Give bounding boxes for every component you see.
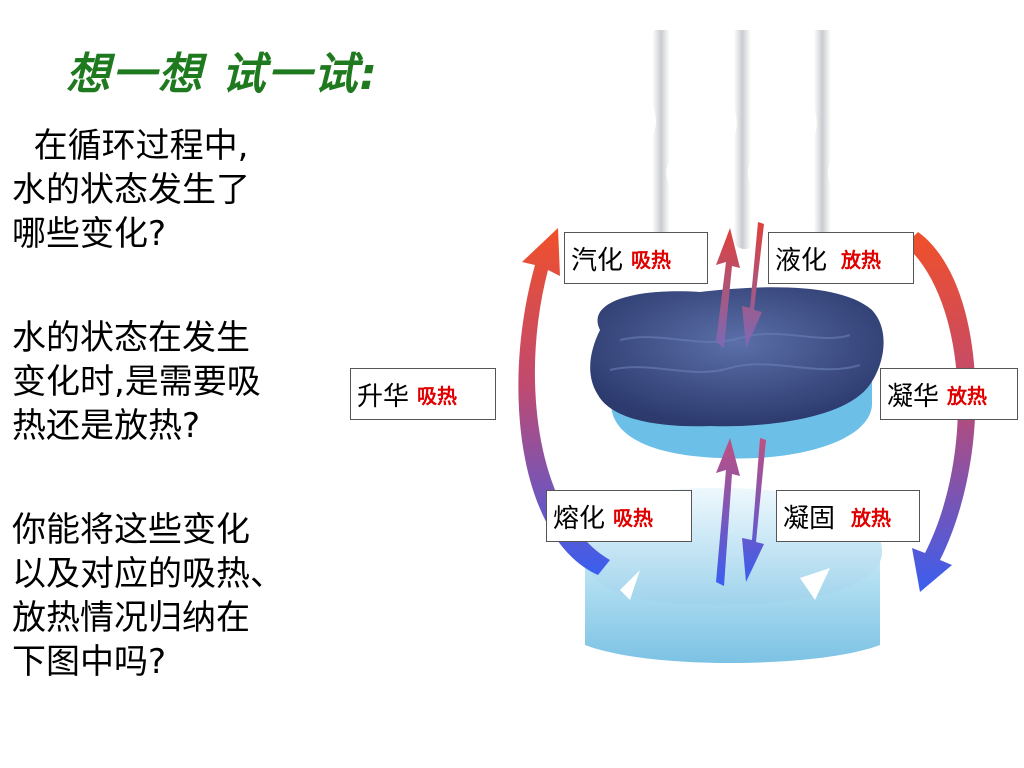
label-desublimation: 凝华 放热 [880,368,1018,420]
label-desublimation-heat: 放热 [947,383,988,408]
question-text-3: 你能将这些变化 以及对应的吸热、 放热情况归纳在 下图中吗? [12,510,284,682]
label-sublimation: 升华 吸热 [350,368,496,420]
water-block [590,287,884,459]
solidification-arrow [742,438,766,582]
label-solidification: 凝固 放热 [776,490,920,542]
sublimation-arrow [518,228,610,575]
label-liquefaction-name: 液化 [775,245,828,276]
liquefaction-arrow [742,222,764,348]
label-liquefaction: 液化 放热 [768,232,914,284]
label-solidification-heat: 放热 [851,505,892,530]
label-vaporization-heat: 吸热 [631,247,672,272]
label-solidification-name: 凝固 [783,503,836,534]
steam-wisps [638,30,845,249]
label-vaporization: 汽化 吸热 [564,232,708,284]
question-text-1: 在循环过程中, 水的状态发生了 哪些变化? [12,126,250,254]
label-sublimation-name: 升华 [357,381,410,412]
label-sublimation-heat: 吸热 [417,383,458,408]
desublimation-arrow [905,232,976,592]
vaporization-arrow [716,228,740,348]
label-melting: 熔化 吸热 [546,490,692,542]
label-desublimation-name: 凝华 [887,381,940,412]
label-melting-name: 熔化 [553,503,606,534]
melting-arrow [716,438,740,586]
slide-title: 想一想 试一试: [66,49,379,100]
question-text-2: 水的状态在发生 变化时,是需要吸 热还是放热? [12,318,261,446]
label-melting-heat: 吸热 [613,505,654,530]
label-vaporization-name: 汽化 [571,245,624,276]
label-liquefaction-heat: 放热 [841,247,882,272]
